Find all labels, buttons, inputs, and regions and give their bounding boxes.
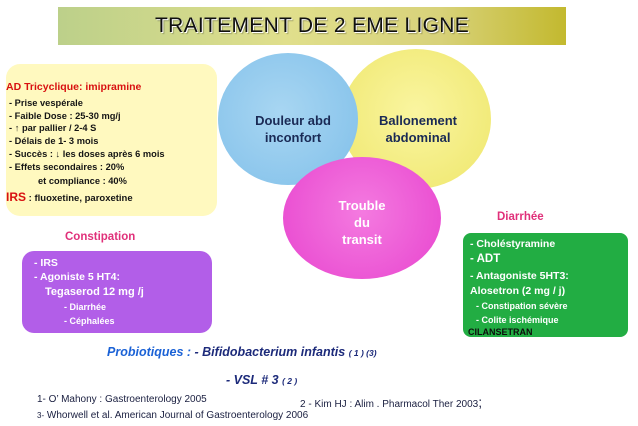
- diarrhea-line: - ADT: [470, 253, 501, 265]
- tricyclic-line: et compliance : 40%: [38, 176, 127, 186]
- constipation-box: [22, 251, 212, 333]
- constipation-line: - Céphalées: [64, 316, 115, 326]
- vsl-line: - VSL # 3 ( 2 ): [226, 373, 297, 387]
- bloating-line: abdominal: [385, 130, 451, 145]
- reference-1: 1- O’ Mahony : Gastroenterology 2005: [37, 394, 207, 405]
- transit-line: Trouble: [338, 198, 386, 213]
- reference-2-text: 2 - Kim HJ : Alim . Pharmacol Ther 2003: [300, 399, 479, 410]
- transit-circle-text: Trouble du transit: [312, 197, 412, 248]
- up-arrow-icon: ↑: [14, 123, 20, 133]
- diarrhea-line: - Choléstyramine: [470, 238, 556, 250]
- tricyclic-line: - ↑ par pallier / 2-4 S: [9, 123, 96, 133]
- pain-circle-text: Douleur abd inconfort: [238, 112, 348, 146]
- probiotics-refs: ( 2 ): [282, 376, 298, 386]
- tricyclic-line-prefix: - Succès :: [9, 149, 53, 159]
- probiotics-item: - Bifidobacterium infantis: [194, 345, 346, 359]
- tricyclic-line: - Délais de 1- 3 mois: [9, 136, 99, 146]
- constipation-line: Tegaserod 12 mg /j: [45, 286, 144, 298]
- tricyclic-line: - Faible Dose : 25-30 mg/j: [9, 111, 121, 121]
- reference-2: 2 - Kim HJ : Alim . Pharmacol Ther 2003;: [300, 394, 482, 410]
- constipation-line: - IRS: [34, 257, 58, 269]
- title-banner: TRAITEMENT DE 2 EME LIGNE: [58, 7, 566, 45]
- bloating-line: Ballonement: [378, 113, 457, 128]
- pain-line: inconfort: [264, 130, 322, 145]
- constipation-line: - Diarrhée: [64, 302, 107, 312]
- bloating-circle-text: Ballonement abdominal: [362, 112, 474, 146]
- page-title: TRAITEMENT DE 2 EME LIGNE: [155, 14, 469, 37]
- diarrhea-line: - Antagoniste 5HT3:: [470, 270, 569, 282]
- pain-line: Douleur abd: [255, 113, 331, 128]
- transit-line: du: [354, 215, 370, 230]
- tricyclic-line-text: par pallier / 2-4 S: [21, 123, 97, 133]
- diarrhea-box: [463, 233, 628, 337]
- irs-text: : fluoxetine, paroxetine: [28, 193, 133, 204]
- diarrhea-line: - Colite ischémique: [476, 315, 559, 325]
- reference-3: 3- Whorwell et al. American Journal of G…: [37, 410, 308, 421]
- irs-label: IRS: [6, 190, 27, 204]
- transit-circle: [283, 157, 441, 279]
- reference-2-semicolon: ;: [478, 394, 483, 410]
- probiotics-item: - VSL # 3: [226, 373, 279, 387]
- probiotics-line: Probiotiques : - Bifidobacterium infanti…: [107, 345, 377, 359]
- probiotics-refs: ( 1 ) (3): [348, 348, 377, 358]
- tricyclic-line: - Succès : ↓ les doses après 6 mois: [9, 149, 165, 159]
- diarrhea-line: - Constipation sévère: [476, 301, 568, 311]
- diarrhea-label: Diarrhée: [497, 211, 544, 223]
- constipation-line: - Agoniste 5 HT4:: [34, 271, 120, 283]
- tricyclic-line: - Effets secondaires : 20%: [9, 162, 125, 172]
- reference-3-number: 3-: [37, 411, 45, 420]
- tricyclic-line-prefix: -: [9, 123, 13, 133]
- reference-3-text: Whorwell et al. American Journal of Gast…: [46, 410, 309, 421]
- diarrhea-line: Alosetron (2 mg / j): [470, 285, 566, 297]
- constipation-label: Constipation: [65, 231, 136, 243]
- probiotics-label: Probiotiques :: [107, 345, 192, 359]
- diarrhea-line: CILANSETRAN: [468, 327, 533, 337]
- tricyclic-heading: AD Tricyclique: imipramine: [6, 81, 142, 93]
- tricyclic-line-text: les doses après 6 mois: [62, 149, 165, 159]
- down-arrow-icon: ↓: [55, 149, 61, 159]
- irs-line: IRS : fluoxetine, paroxetine: [6, 190, 133, 204]
- tricyclic-box: [6, 64, 217, 216]
- transit-line: transit: [342, 232, 382, 247]
- tricyclic-line: - Prise vespérale: [9, 98, 83, 108]
